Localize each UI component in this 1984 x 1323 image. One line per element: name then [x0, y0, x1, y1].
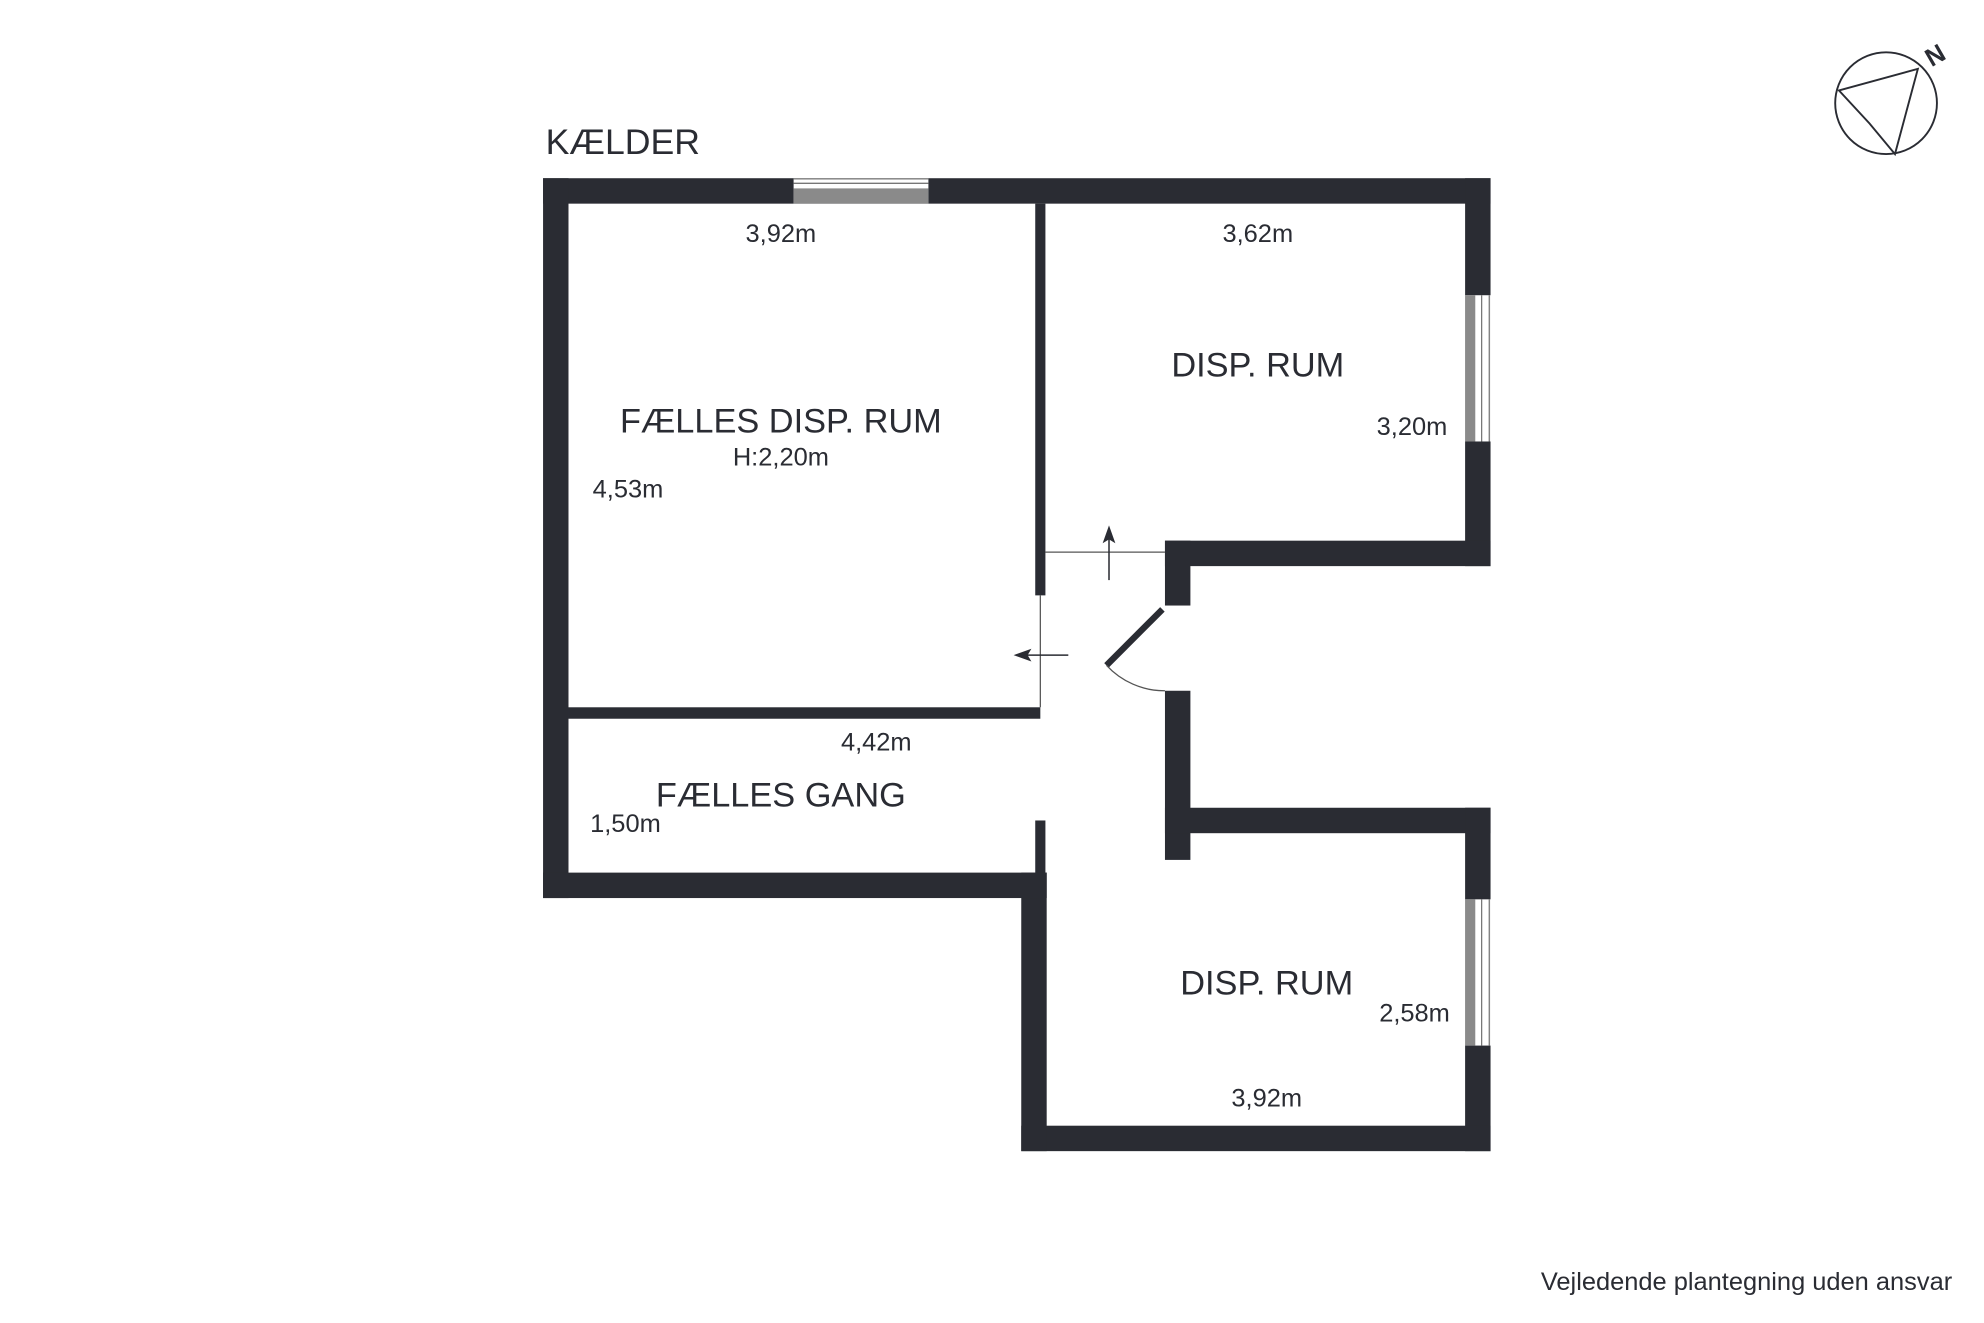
room-label: DISP. RUM — [1180, 965, 1353, 1003]
swing-door-leaf — [1104, 607, 1165, 668]
window-right-upper — [1465, 295, 1491, 442]
windows — [793, 178, 1491, 1046]
room-dimension: 3,62m — [1222, 220, 1293, 248]
arrow-left-icon — [1013, 648, 1069, 662]
room-dimension: 4,42m — [841, 729, 912, 757]
room-label: DISP. RUM — [1171, 347, 1344, 385]
room-label: FÆLLES GANG — [656, 776, 906, 814]
room-dimension: 2,58m — [1379, 999, 1450, 1027]
room-dimension: 1,50m — [590, 810, 661, 838]
window-right-lower — [1465, 899, 1491, 1046]
doors — [1013, 525, 1165, 708]
disclaimer: Vejledende plantegning uden ansvar — [1541, 1268, 1953, 1296]
arrow-up-icon — [1102, 525, 1116, 581]
door-swing-arc — [1105, 664, 1165, 692]
compass-north-label: N — [1921, 39, 1951, 72]
compass-icon: N — [1834, 39, 1951, 157]
room-dimension: 3,20m — [1377, 413, 1448, 441]
walls — [543, 178, 1491, 1152]
room-label: FÆLLES DISP. RUM — [620, 403, 942, 441]
window-top — [793, 178, 929, 204]
room-dimension: 4,53m — [593, 475, 664, 503]
floor-title: KÆLDER — [546, 122, 700, 162]
room-height: H:2,20m — [733, 444, 829, 472]
room-dimension: 3,92m — [746, 220, 817, 248]
room-dimension: 3,92m — [1231, 1085, 1302, 1113]
